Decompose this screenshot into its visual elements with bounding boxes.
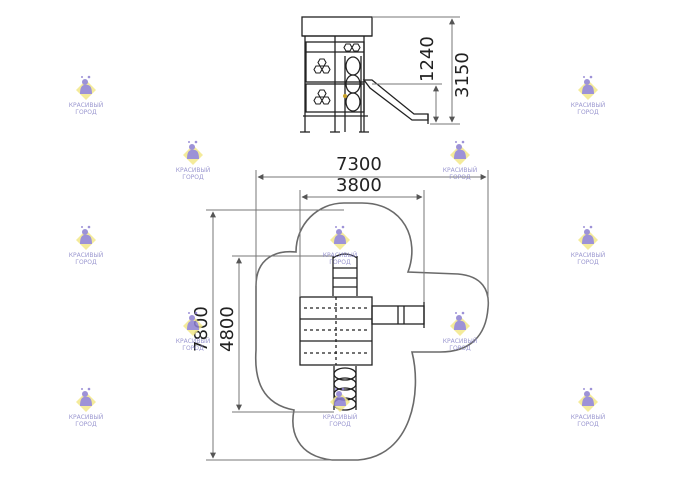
plan-dimension-lines: [206, 170, 489, 461]
svg-text:ГОРОД: ГОРОД: [182, 345, 204, 352]
kitten-logo-icon: [330, 387, 350, 412]
svg-text:ГОРОД: ГОРОД: [75, 259, 97, 266]
elevation-dimension-lines: [372, 16, 460, 125]
watermark: КРАСИВЫЙ ГОРОД: [571, 225, 606, 266]
watermark: КРАСИВЫЙ ГОРОД: [443, 140, 478, 181]
kitten-logo-icon: [76, 225, 96, 250]
kitten-logo-icon: [76, 387, 96, 412]
svg-text:ГОРОД: ГОРОД: [329, 259, 351, 266]
kitten-logo-icon: [183, 140, 203, 165]
watermark: КРАСИВЫЙ ГОРОД: [323, 225, 358, 266]
kitten-logo-icon: [578, 225, 598, 250]
svg-text:КРАСИВЫЙ: КРАСИВЫЙ: [443, 338, 478, 345]
svg-text:КРАСИВЫЙ: КРАСИВЫЙ: [571, 102, 606, 109]
svg-text:ГОРОД: ГОРОД: [577, 421, 599, 428]
svg-text:ГОРОД: ГОРОД: [449, 345, 471, 352]
svg-text:КРАСИВЫЙ: КРАСИВЫЙ: [69, 252, 104, 259]
dim-plan-total-width: 7300: [336, 154, 382, 175]
gold-detail: [343, 94, 347, 98]
kitten-logo-icon: [76, 75, 96, 100]
svg-text:ГОРОД: ГОРОД: [449, 174, 471, 181]
svg-text:КРАСИВЫЙ: КРАСИВЫЙ: [323, 252, 358, 259]
kitten-logo-icon: [450, 140, 470, 165]
svg-text:ГОРОД: ГОРОД: [577, 259, 599, 266]
svg-text:КРАСИВЫЙ: КРАСИВЫЙ: [176, 338, 211, 345]
svg-text:КРАСИВЫЙ: КРАСИВЫЙ: [571, 414, 606, 421]
watermark: КРАСИВЫЙ ГОРОД: [176, 311, 211, 352]
kitten-logo-icon: [578, 75, 598, 100]
watermark: КРАСИВЫЙ ГОРОД: [323, 387, 358, 428]
svg-text:КРАСИВЫЙ: КРАСИВЫЙ: [69, 414, 104, 421]
kitten-logo-icon: [578, 387, 598, 412]
dim-plan-equipment-width: 3800: [336, 175, 382, 196]
svg-text:ГОРОД: ГОРОД: [329, 421, 351, 428]
svg-text:ГОРОД: ГОРОД: [577, 109, 599, 116]
dim-plan-equipment-depth: 4800: [217, 306, 238, 352]
dim-plan-total-depth: 7800: [191, 306, 212, 352]
svg-text:ГОРОД: ГОРОД: [182, 174, 204, 181]
dim-elevation-total-height: 3150: [452, 52, 473, 98]
elevation-view: [300, 16, 429, 133]
svg-text:КРАСИВЫЙ: КРАСИВЫЙ: [443, 167, 478, 174]
watermark: КРАСИВЫЙ ГОРОД: [69, 225, 104, 266]
svg-text:ГОРОД: ГОРОД: [75, 109, 97, 116]
svg-text:КРАСИВЫЙ: КРАСИВЫЙ: [323, 414, 358, 421]
watermark: КРАСИВЫЙ ГОРОД: [571, 75, 606, 116]
svg-text:КРАСИВЫЙ: КРАСИВЫЙ: [176, 167, 211, 174]
watermark: КРАСИВЫЙ ГОРОД: [443, 311, 478, 352]
svg-text:КРАСИВЫЙ: КРАСИВЫЙ: [69, 102, 104, 109]
watermark: КРАСИВЫЙ ГОРОД: [176, 140, 211, 181]
svg-text:КРАСИВЫЙ: КРАСИВЫЙ: [571, 252, 606, 259]
kitten-logo-icon: [330, 225, 350, 250]
svg-text:ГОРОД: ГОРОД: [75, 421, 97, 428]
plan-equipment: [299, 253, 425, 411]
kitten-logo-icon: [450, 311, 470, 336]
safety-zone-outline: [254, 202, 490, 461]
dim-elevation-platform-height: 1240: [417, 36, 438, 82]
watermark: КРАСИВЫЙ ГОРОД: [69, 75, 104, 116]
watermark: КРАСИВЫЙ ГОРОД: [69, 387, 104, 428]
watermark: КРАСИВЫЙ ГОРОД: [571, 387, 606, 428]
